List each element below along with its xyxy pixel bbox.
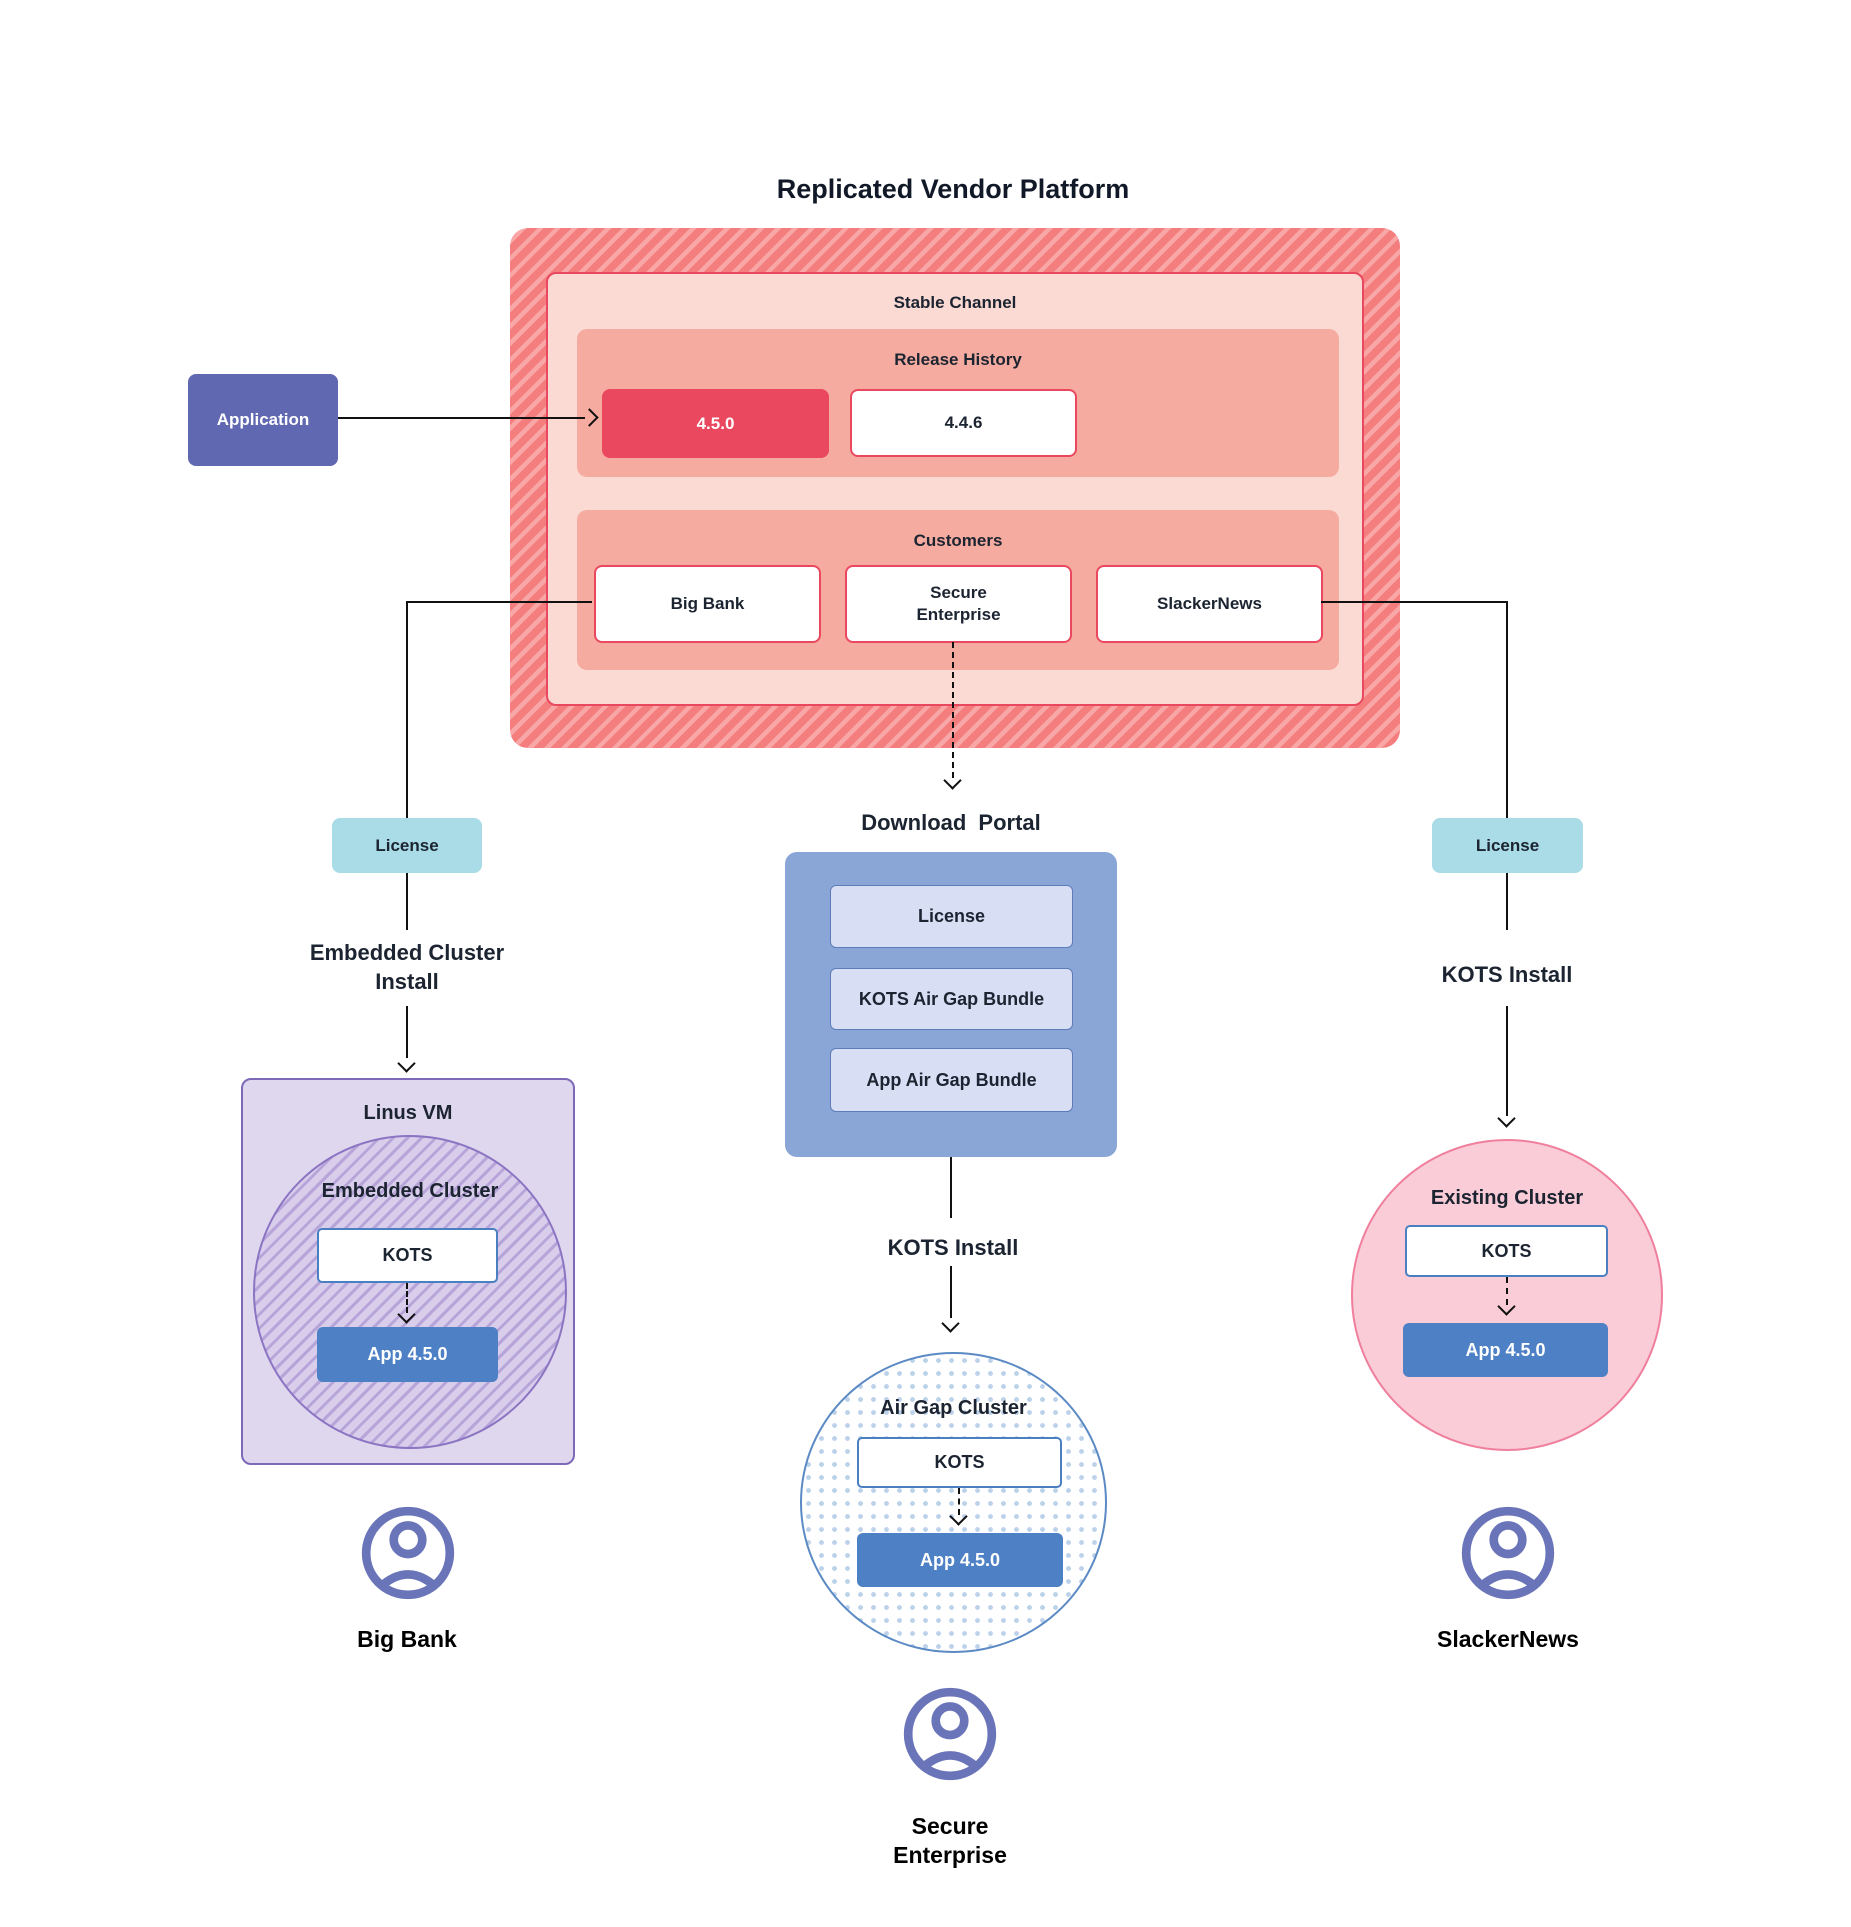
- customers-box: Customers Big Bank Secure Enterprise Sla…: [577, 510, 1339, 670]
- slackernews-connector-vertical: [1506, 601, 1508, 818]
- secure-enterprise-user-text: Secure Enterprise: [893, 1813, 1007, 1868]
- left-license-down-line: [406, 873, 408, 930]
- arrowhead-down-icon: [943, 771, 962, 790]
- user-icon: [903, 1687, 997, 1781]
- left-install-arrow-line: [406, 1006, 408, 1058]
- middle-install-arrow-line: [950, 1266, 952, 1318]
- arrowhead-down-icon: [1497, 1109, 1516, 1128]
- release-history-box: Release History 4.5.0 4.4.6: [577, 329, 1339, 477]
- air-gap-cluster-label: Air Gap Cluster: [880, 1397, 1027, 1419]
- secure-enterprise-user-label: Secure Enterprise: [870, 1812, 1030, 1870]
- kots-box-middle: KOTS: [857, 1437, 1062, 1488]
- slackernews-user-label: SlackerNews: [1437, 1626, 1579, 1652]
- right-license-down-line: [1506, 873, 1508, 930]
- user-icon: [361, 1506, 455, 1600]
- left-kots-dashed-line: [406, 1283, 408, 1313]
- download-portal-label: Download Portal: [861, 810, 1041, 835]
- kots-box-left: KOTS: [317, 1228, 498, 1283]
- slackernews-connector-horizontal: [1321, 601, 1507, 603]
- customer-big-bank: Big Bank: [594, 565, 821, 643]
- big-bank-connector-horizontal: [407, 601, 592, 603]
- app-box-left: App 4.5.0: [317, 1327, 498, 1382]
- portal-down-line: [950, 1157, 952, 1218]
- customer-slackernews: SlackerNews: [1096, 565, 1323, 643]
- diagram-title: Replicated Vendor Platform: [776, 174, 1130, 204]
- portal-license-chip: License: [830, 885, 1073, 948]
- big-bank-connector-vertical: [406, 601, 408, 818]
- stable-channel-box: Stable Channel Release History 4.5.0 4.4…: [546, 272, 1364, 706]
- kots-install-label-right: KOTS Install: [1441, 962, 1573, 987]
- secure-enterprise-dashed-line: [952, 642, 954, 778]
- right-install-arrow-line: [1506, 1006, 1508, 1116]
- big-bank-user-label: Big Bank: [357, 1626, 457, 1652]
- customers-label: Customers: [913, 531, 1003, 550]
- kots-install-label-middle: KOTS Install: [887, 1235, 1019, 1260]
- stable-channel-label: Stable Channel: [893, 293, 1017, 312]
- user-icon: [1461, 1506, 1555, 1600]
- application-box: Application: [188, 374, 338, 466]
- right-kots-dashed-line: [1506, 1277, 1508, 1305]
- existing-cluster-label: Existing Cluster: [1430, 1187, 1584, 1209]
- license-chip-left: License: [332, 818, 482, 873]
- arrowhead-down-icon: [397, 1054, 416, 1073]
- middle-kots-dashed-line: [958, 1488, 960, 1515]
- portal-app-bundle-chip: App Air Gap Bundle: [830, 1048, 1073, 1112]
- air-gap-cluster-circle: Air Gap Cluster: [800, 1352, 1107, 1653]
- customer-secure-enterprise-label: Secure Enterprise: [916, 583, 1001, 624]
- embedded-cluster-circle: Embedded Cluster: [253, 1135, 567, 1449]
- download-portal-box: License KOTS Air Gap Bundle App Air Gap …: [785, 852, 1117, 1157]
- release-4-5-0: 4.5.0: [602, 389, 829, 458]
- portal-kots-bundle-chip: KOTS Air Gap Bundle: [830, 968, 1073, 1030]
- license-chip-right: License: [1432, 818, 1583, 873]
- customer-secure-enterprise: Secure Enterprise: [845, 565, 1072, 643]
- release-history-label: Release History: [894, 350, 1022, 369]
- release-4-4-6: 4.4.6: [850, 389, 1077, 457]
- kots-box-right: KOTS: [1405, 1225, 1608, 1277]
- app-box-middle: App 4.5.0: [857, 1533, 1063, 1587]
- arrowhead-down-icon: [941, 1314, 960, 1333]
- embedded-cluster-install-label: Embedded Cluster Install: [309, 940, 505, 994]
- app-box-right: App 4.5.0: [1403, 1323, 1608, 1377]
- application-arrow-line: [338, 417, 585, 419]
- embedded-cluster-label: Embedded Cluster: [321, 1180, 499, 1202]
- linus-vm-label: Linus VM: [363, 1102, 453, 1124]
